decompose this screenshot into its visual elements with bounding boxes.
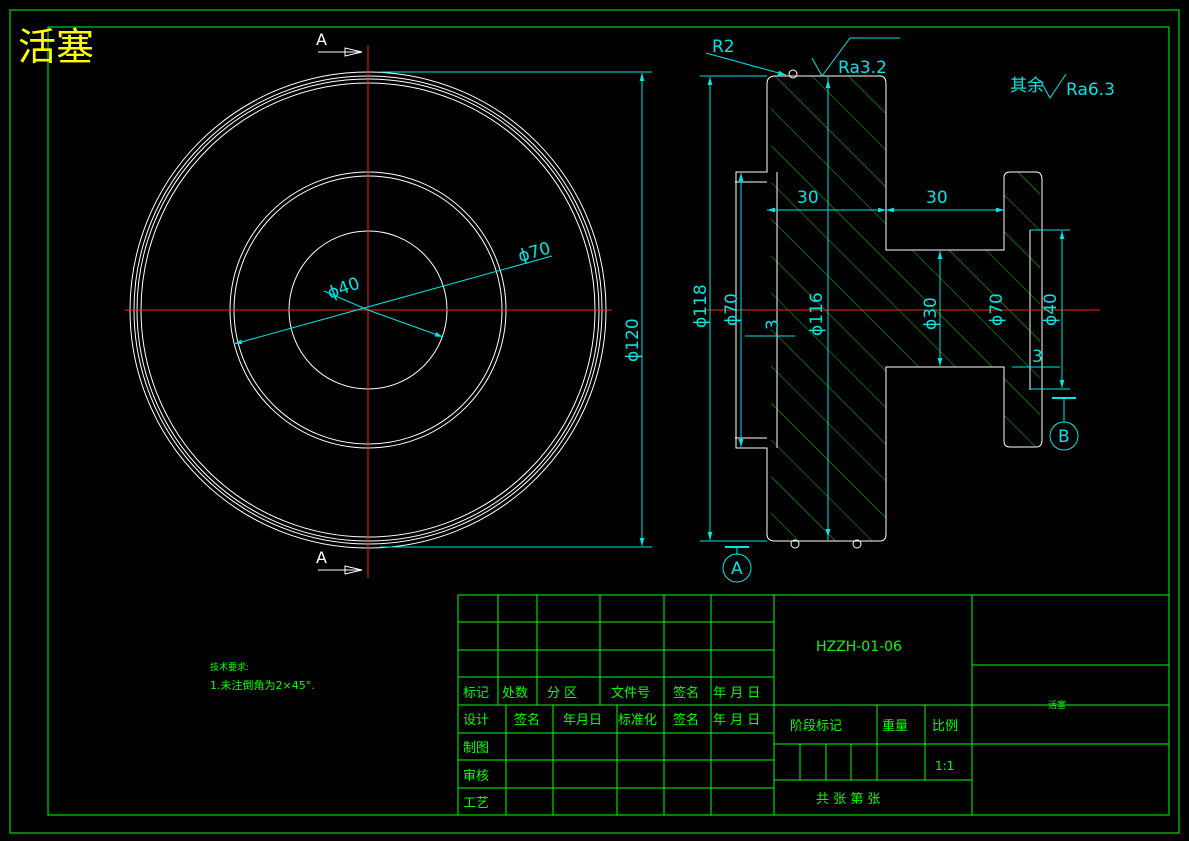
date3-label: 年 月 日 xyxy=(713,713,760,728)
dim-text-dia70: ϕ70 xyxy=(516,239,553,267)
weight-label: 重量 xyxy=(882,718,908,734)
hdr-sign: 签名 xyxy=(673,685,699,701)
date2-label: 年月日 xyxy=(563,713,602,728)
fillet-mark-top xyxy=(788,69,798,79)
scale-value: 1:1 xyxy=(935,759,954,773)
dim-text-dia30: ϕ30 xyxy=(921,297,941,330)
section-view: R2 Ra3.2 其余 Ra6.3 30 30 ϕ118 ϕ70 3 xyxy=(691,37,1115,583)
dim-text-len30-left: 30 xyxy=(797,188,819,208)
dim-text-dia116: ϕ116 xyxy=(807,292,827,336)
roughness-text-rest: Ra6.3 xyxy=(1066,80,1115,100)
roughness-rest-label: 其余 xyxy=(1010,76,1044,96)
roughness-text-local: Ra3.2 xyxy=(838,58,887,78)
stage-mark-label: 阶段标记 xyxy=(790,719,842,734)
drawing-number: HZZH-01-06 xyxy=(816,639,902,655)
dim-text-depth3-right: 3 xyxy=(1032,347,1043,367)
drawing-title: 活塞 xyxy=(18,25,94,69)
section-arrowhead-bottom xyxy=(344,565,363,575)
section-label-top: A xyxy=(316,30,327,49)
datum-a-circle xyxy=(722,553,752,583)
hdr-doc: 文件号 xyxy=(611,686,650,701)
section-label-bottom: A xyxy=(316,548,327,567)
roughness-symbol-rest xyxy=(1039,73,1067,99)
dim-line-dia70 xyxy=(233,255,553,345)
datum-a-label: A xyxy=(731,559,743,579)
tech-notes-heading: 技术要求: xyxy=(210,661,249,673)
dim-text-dia120: ϕ120 xyxy=(623,318,643,362)
roughness-symbol-local xyxy=(811,37,900,77)
dim-text-dia70-left: ϕ70 xyxy=(722,293,742,326)
tech-notes-line1: 1.未注倒角为2×45°. xyxy=(210,678,315,692)
piston-outline xyxy=(735,75,1043,542)
title-block xyxy=(457,594,1170,816)
title-block-text: HZZH-01-06 活塞 标记 处数 分 区 文件号 签名 年 月 日 设计 … xyxy=(463,639,1066,811)
datum-b-circle xyxy=(1049,421,1079,451)
hdr-mark: 标记 xyxy=(463,686,489,701)
sheet-border-outer xyxy=(9,9,1180,834)
dim-text-dia118: ϕ118 xyxy=(691,284,711,328)
sign3-label: 签名 xyxy=(673,712,699,728)
process-label: 工艺 xyxy=(463,796,489,811)
fillet-mark-bottom-right xyxy=(852,539,862,549)
dim-line-dia40 xyxy=(367,309,444,338)
review-label: 审核 xyxy=(463,769,489,784)
hdr-date: 年 月 日 xyxy=(713,686,760,701)
part-name: 活塞 xyxy=(1048,699,1066,711)
sheets-label: 共 张 第 张 xyxy=(816,792,880,807)
dim-text-dia40: ϕ40 xyxy=(325,274,363,304)
dim-leader-dia40 xyxy=(323,290,369,311)
datum-b-label: B xyxy=(1058,427,1070,447)
hdr-count: 处数 xyxy=(502,686,528,701)
draw-label: 制图 xyxy=(463,741,489,756)
dim-text-depth3-left: 3 xyxy=(763,319,783,330)
scale-label: 比例 xyxy=(932,719,958,734)
leader-r2 xyxy=(705,52,787,76)
design-label: 设计 xyxy=(463,713,489,728)
dim-text-dia70-right: ϕ70 xyxy=(987,293,1007,326)
dim-text-dia40-section: ϕ40 xyxy=(1041,293,1061,326)
dim-text-len30-right: 30 xyxy=(926,188,948,208)
sheet-border-inner xyxy=(47,26,1170,816)
fillet-mark-bottom xyxy=(790,539,800,549)
end-view: A A ϕ40 ϕ70 ϕ120 xyxy=(125,30,652,578)
sign2-label: 签名 xyxy=(514,712,540,728)
dim-text-r2: R2 xyxy=(712,37,735,57)
hdr-zone: 分 区 xyxy=(547,686,577,701)
standardize-label: 标准化 xyxy=(618,713,657,728)
section-arrowhead-top xyxy=(344,47,363,57)
